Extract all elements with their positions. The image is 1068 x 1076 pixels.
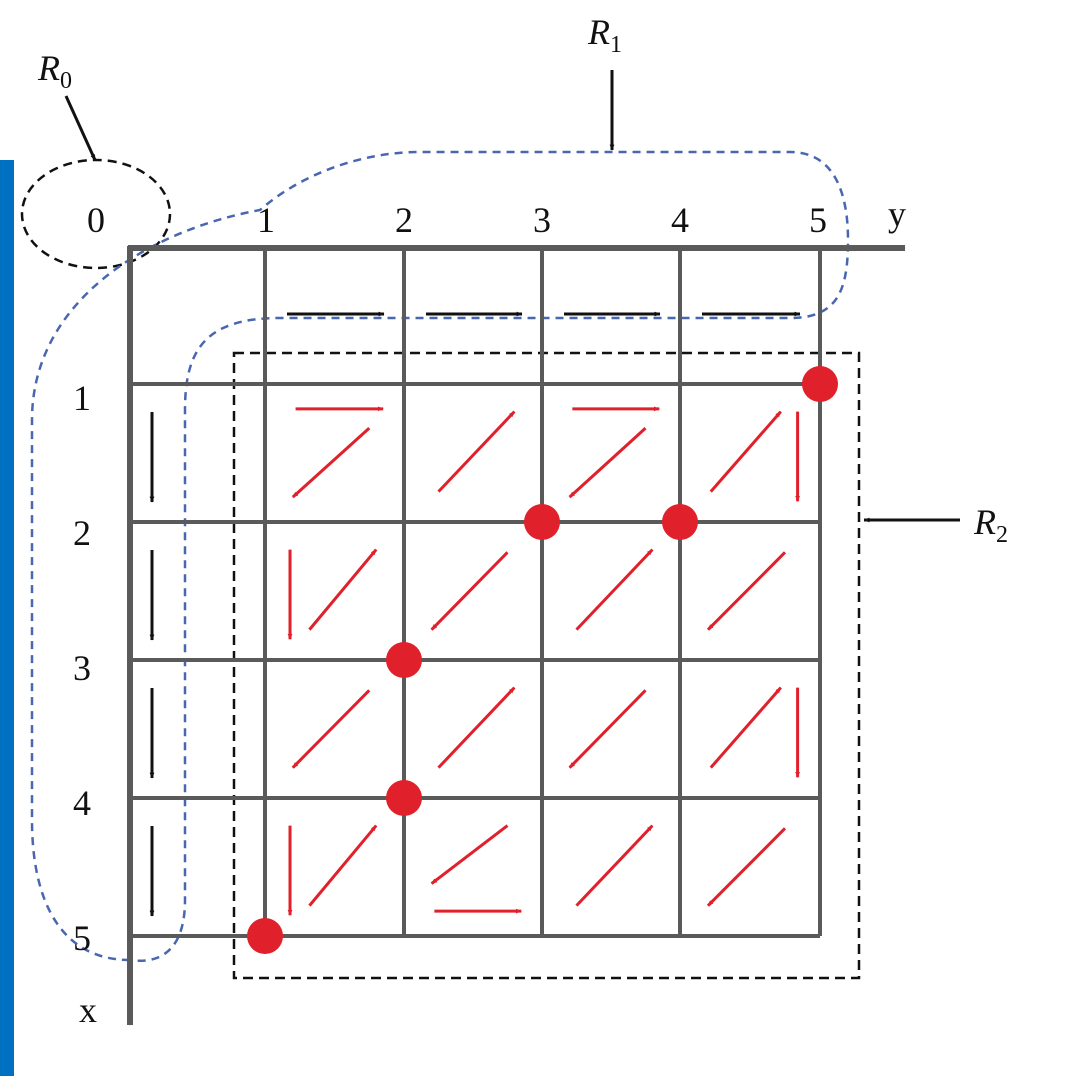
step-arrow-up-right bbox=[437, 410, 516, 493]
step-arrow-down-left bbox=[568, 427, 647, 499]
y-tick-label: 1 bbox=[257, 200, 275, 240]
step-arrows bbox=[149, 311, 801, 917]
y-tick-label: 4 bbox=[671, 200, 689, 240]
step-arrow-down-left bbox=[291, 689, 371, 769]
path-point bbox=[386, 642, 422, 678]
step-arrow-up-right bbox=[709, 410, 782, 493]
accent-bar bbox=[0, 160, 14, 1076]
step-arrow-up-right bbox=[575, 548, 654, 631]
path-point bbox=[662, 504, 698, 540]
step-arrow-down-left bbox=[706, 827, 787, 907]
step-arrow-up-right bbox=[308, 824, 378, 907]
y-tick-label: 3 bbox=[533, 200, 551, 240]
x-tick-label: 2 bbox=[73, 513, 91, 553]
region0-outline bbox=[20, 158, 172, 270]
step-arrow-up-right bbox=[308, 548, 378, 631]
x-tick-label: 4 bbox=[73, 783, 91, 823]
step-arrow-up-right bbox=[575, 824, 654, 907]
x-tick-labels: 1 2 3 4 5 bbox=[73, 378, 91, 958]
y-tick-label: 5 bbox=[809, 200, 827, 240]
step-arrow-down-left bbox=[430, 824, 509, 885]
y-tick-labels: 1 2 3 4 5 bbox=[257, 200, 827, 240]
region1-outline bbox=[30, 150, 850, 962]
region1-label: R1 bbox=[587, 12, 622, 58]
step-arrow-up-right bbox=[437, 686, 516, 769]
path-point bbox=[247, 918, 283, 954]
path-point bbox=[386, 780, 422, 816]
region0-pointer bbox=[64, 95, 97, 161]
step-arrow-down-left bbox=[430, 551, 509, 631]
x-tick-label: 1 bbox=[73, 378, 91, 418]
y-tick-label: 2 bbox=[395, 200, 413, 240]
region2-outline bbox=[232, 351, 861, 980]
step-arrow-down-left bbox=[291, 427, 371, 499]
region2-label: R2 bbox=[973, 502, 1008, 548]
origin-label: 0 bbox=[87, 200, 105, 240]
x-tick-label: 5 bbox=[73, 918, 91, 958]
path-point bbox=[802, 366, 838, 402]
path-point bbox=[524, 504, 560, 540]
grid bbox=[132, 246, 822, 938]
x-tick-label: 3 bbox=[73, 648, 91, 688]
x-axis-label: x bbox=[79, 990, 97, 1030]
region0-label: R0 bbox=[37, 48, 72, 94]
warping-path-points bbox=[247, 366, 838, 954]
step-arrow-down-left bbox=[568, 689, 647, 769]
step-arrow-down-left bbox=[706, 551, 787, 631]
step-arrow-up-right bbox=[709, 686, 782, 769]
y-axis-label: y bbox=[888, 194, 906, 234]
